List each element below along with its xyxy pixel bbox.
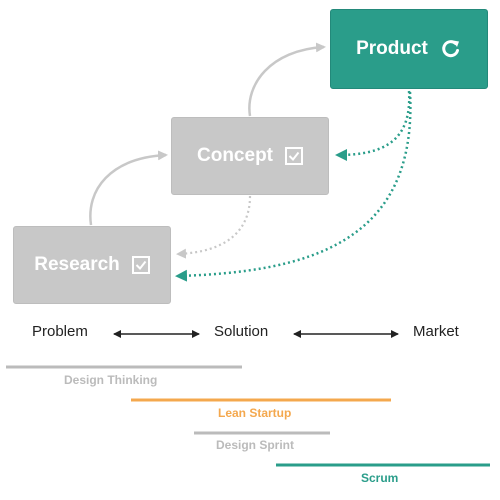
checkbox-check-icon bbox=[131, 256, 150, 274]
research-box: Research bbox=[13, 226, 171, 304]
feedback-concept-to-research bbox=[176, 195, 252, 259]
arrow-research-to-concept bbox=[89, 150, 168, 226]
axis-label-market: Market bbox=[413, 323, 459, 340]
axis-label-solution: Solution bbox=[214, 323, 269, 340]
checkbox-check-icon bbox=[285, 147, 303, 165]
feedback-product-to-concept bbox=[335, 90, 411, 161]
method-label-design-thinking: Design Thinking bbox=[64, 373, 158, 387]
arrow-concept-to-product bbox=[248, 42, 326, 117]
research-label: Research bbox=[34, 254, 120, 275]
concept-label: Concept bbox=[197, 145, 273, 166]
method-label-scrum: Scrum bbox=[361, 471, 399, 485]
method-label-lean-startup: Lean Startup bbox=[218, 406, 292, 420]
method-label-design-sprint: Design Sprint bbox=[216, 438, 295, 452]
product-label: Product bbox=[356, 38, 428, 59]
product-box: Product bbox=[330, 9, 488, 89]
feedback-product-to-research bbox=[175, 91, 412, 282]
concept-box: Concept bbox=[171, 117, 329, 195]
refresh-icon bbox=[440, 38, 462, 60]
axis-label-problem: Problem bbox=[32, 323, 88, 340]
